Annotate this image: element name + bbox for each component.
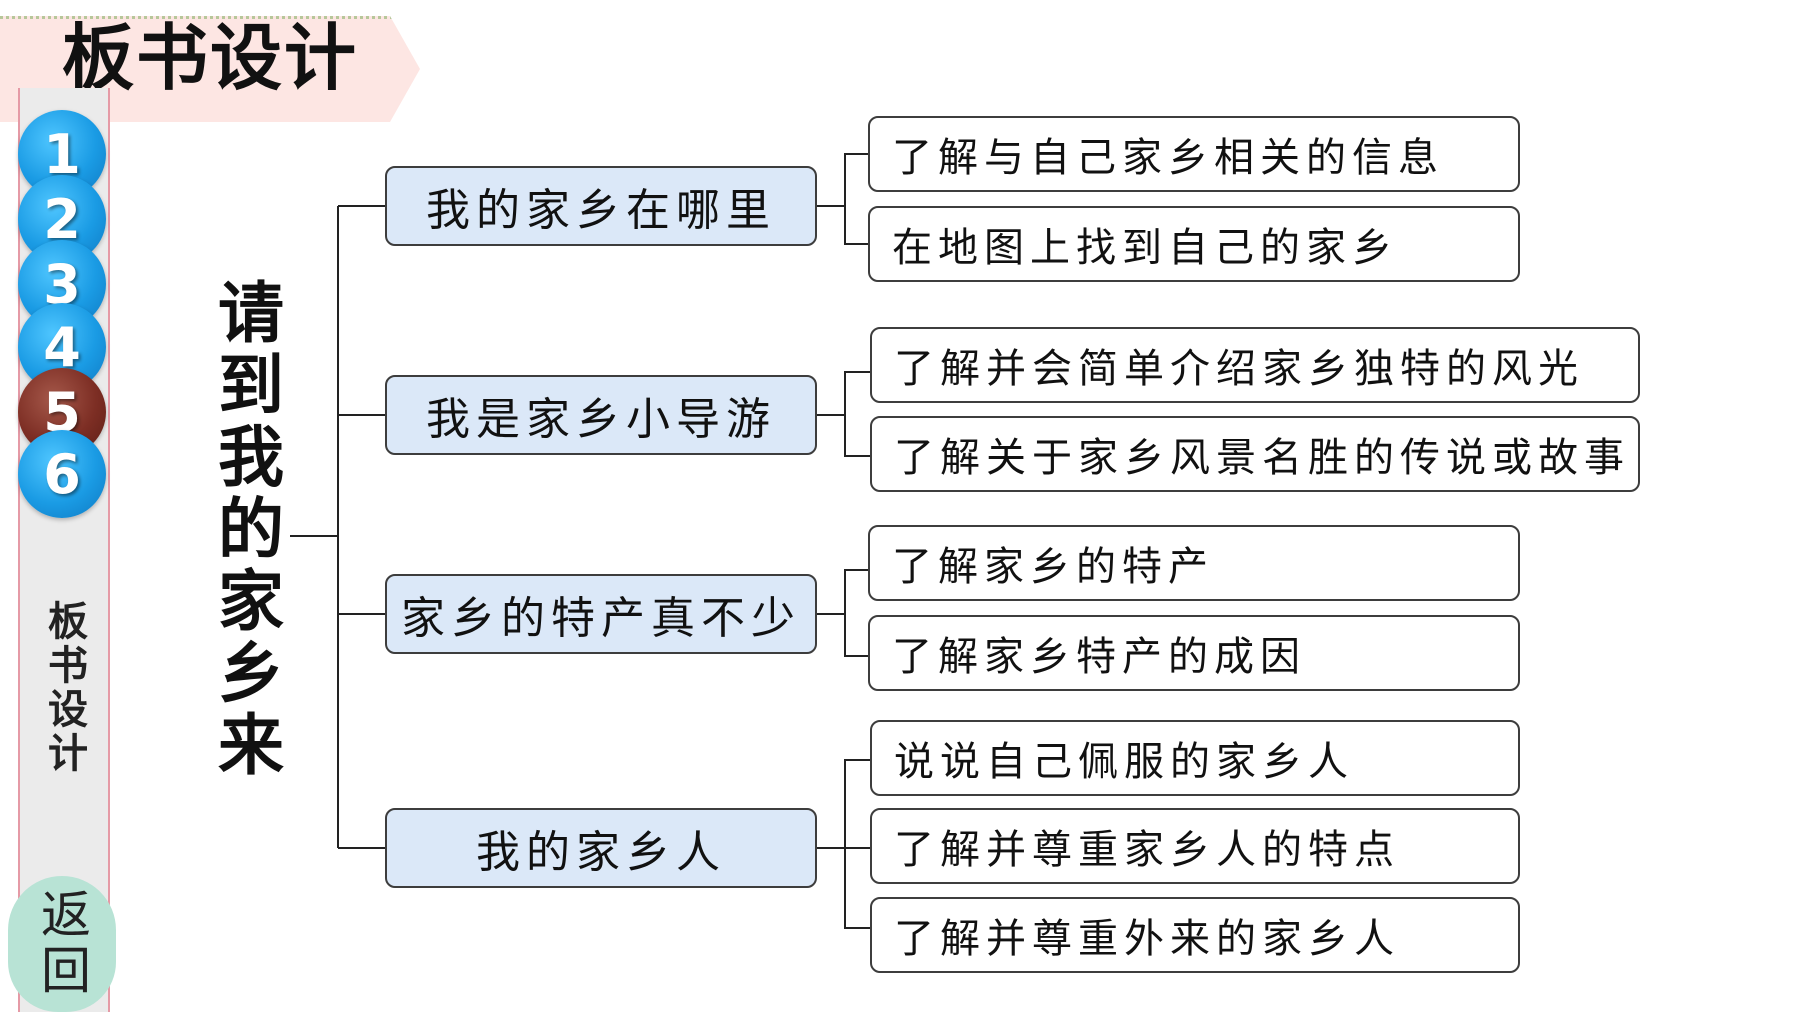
branch-box-2: 我是家乡小导游 [385, 375, 817, 455]
root-topic: 请到我的家乡来 [207, 278, 285, 782]
sidebar-section-label: 板书设计 [41, 600, 88, 776]
back-button[interactable]: 返回 [8, 876, 116, 1012]
leaf-box-3-1: 了解家乡的特产 [868, 525, 1520, 601]
branch-box-3: 家乡的特产真不少 [385, 574, 817, 654]
leaf-box-4-2: 了解并尊重家乡人的特点 [870, 808, 1520, 884]
nav-button-2[interactable]: 2 [18, 175, 106, 263]
nav-button-6[interactable]: 6 [18, 430, 106, 518]
page-title: 板书设计 [62, 16, 359, 100]
nav-button-4[interactable]: 4 [18, 303, 106, 391]
branch-box-1: 我的家乡在哪里 [385, 166, 817, 246]
leaf-box-3-2: 了解家乡特产的成因 [868, 615, 1520, 691]
branch-box-4: 我的家乡人 [385, 808, 817, 888]
leaf-box-4-3: 了解并尊重外来的家乡人 [870, 897, 1520, 973]
leaf-box-4-1: 说说自己佩服的家乡人 [870, 720, 1520, 796]
leaf-box-2-1: 了解并会简单介绍家乡独特的风光 [870, 327, 1640, 403]
leaf-box-1-2: 在地图上找到自己的家乡 [868, 206, 1520, 282]
leaf-box-2-2: 了解关于家乡风景名胜的传说或故事 [870, 416, 1640, 492]
leaf-box-1-1: 了解与自己家乡相关的信息 [868, 116, 1520, 192]
